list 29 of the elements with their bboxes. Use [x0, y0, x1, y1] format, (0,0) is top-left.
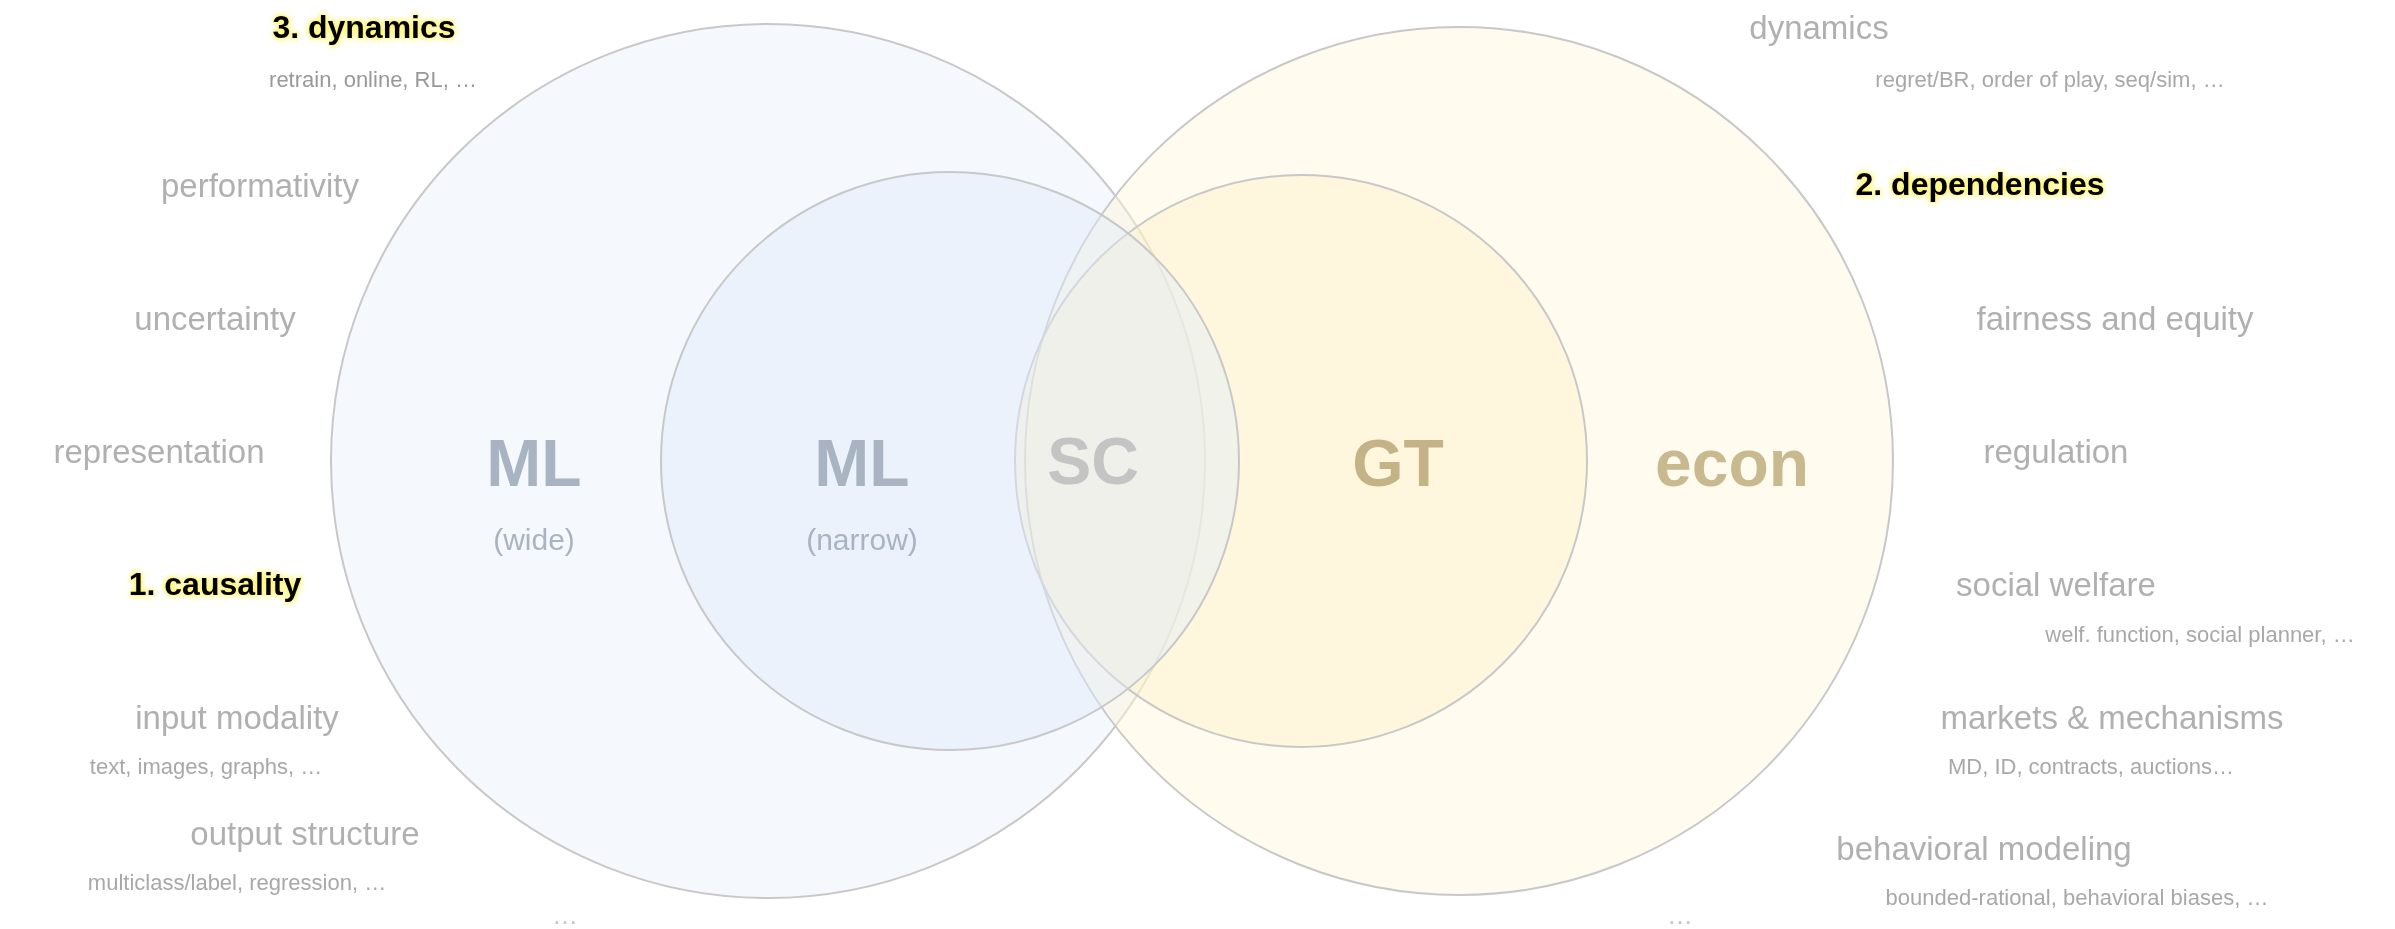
topic-label: dynamics [1749, 9, 1889, 47]
topic-label: output structure [190, 815, 420, 853]
topic-label: fairness and equity [1976, 300, 2254, 338]
circle-subtitle: (narrow) [806, 522, 918, 556]
circle-title: GT [1352, 426, 1444, 500]
circle-title: ML [486, 426, 582, 500]
highlighted-heading: 3. dynamics [272, 10, 456, 46]
topic-label: representation [53, 433, 265, 471]
topic-label: uncertainty [134, 300, 296, 338]
example-list: MD, ID, contracts, auctions… [1947, 754, 2235, 780]
example-list: bounded-rational, behavioral biases, … [1885, 885, 2269, 911]
circle-subtitle: (wide) [493, 522, 575, 556]
example-list: regret/BR, order of play, seq/sim, … [1875, 67, 2225, 93]
ellipsis-mark: … [552, 900, 578, 929]
topic-label: regulation [1983, 433, 2129, 471]
circle-title: econ [1655, 426, 1809, 500]
circle-title: ML [814, 426, 910, 500]
example-list: text, images, graphs, … [89, 754, 323, 780]
topic-label: performativity [160, 167, 360, 205]
ellipsis-mark: … [1667, 900, 1693, 929]
highlighted-heading: 1. causality [128, 567, 302, 603]
example-list: welf. function, social planner, … [2045, 622, 2355, 648]
highlighted-heading: 2. dependencies [1855, 167, 2105, 203]
topic-label: markets & mechanisms [1940, 699, 2284, 737]
topic-label: behavioral modeling [1836, 830, 2132, 868]
topic-label: input modality [135, 699, 339, 737]
example-list: retrain, online, RL, … [269, 67, 477, 93]
example-list: multiclass/label, regression, … [87, 870, 387, 896]
topic-label: social welfare [1956, 566, 2156, 604]
